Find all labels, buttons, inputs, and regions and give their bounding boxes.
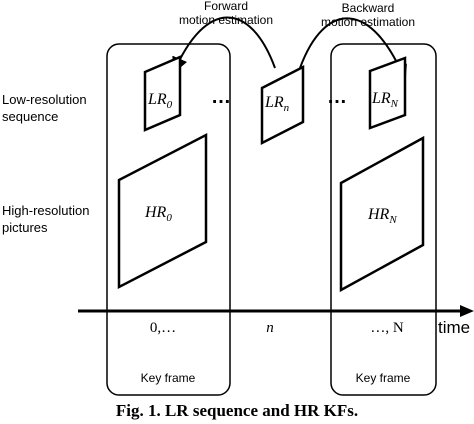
lr-ellipsis-left: … [211, 86, 231, 108]
axis-tick-left: 0,… [150, 320, 176, 336]
lr0-frame [143, 55, 182, 132]
lowres-label-line1: Low-resolution [2, 92, 87, 107]
lrN-frame [368, 56, 407, 130]
forward-label-line2: motion estimation [179, 13, 273, 27]
figure-caption: Fig. 1. LR sequence and HR KFs. [116, 401, 358, 420]
highres-label-line1: High-resolution [2, 203, 89, 218]
key-frame-label-left: Key frame [141, 371, 196, 385]
time-axis-label: time [438, 318, 470, 337]
highres-label-line2: pictures [2, 220, 48, 235]
lr0-label: LR0 [147, 91, 173, 111]
lrN-label: LRN [371, 90, 399, 110]
backward-label-line1: Backward [342, 1, 395, 15]
hrN-frame [339, 135, 425, 293]
hrN-label: HRN [367, 206, 397, 226]
lowres-label-line2: sequence [2, 109, 58, 124]
key-frame-label-right: Key frame [356, 371, 411, 385]
backward-motion-arrow [299, 17, 407, 82]
axis-tick-right: …, N [370, 320, 404, 336]
hr0-label: HR0 [144, 204, 172, 224]
lr-ellipsis-right: … [327, 86, 347, 108]
lrn-frame [260, 64, 305, 146]
key-frame-box-right [330, 43, 437, 396]
hr0-frame [117, 132, 208, 290]
forward-label-line1: Forward [204, 0, 248, 13]
time-axis-arrowhead [460, 305, 474, 317]
lrn-label: LRn [264, 94, 290, 114]
key-frame-box-left [106, 43, 231, 396]
axis-tick-middle: n [266, 320, 274, 336]
forward-motion-arrow [172, 16, 276, 74]
